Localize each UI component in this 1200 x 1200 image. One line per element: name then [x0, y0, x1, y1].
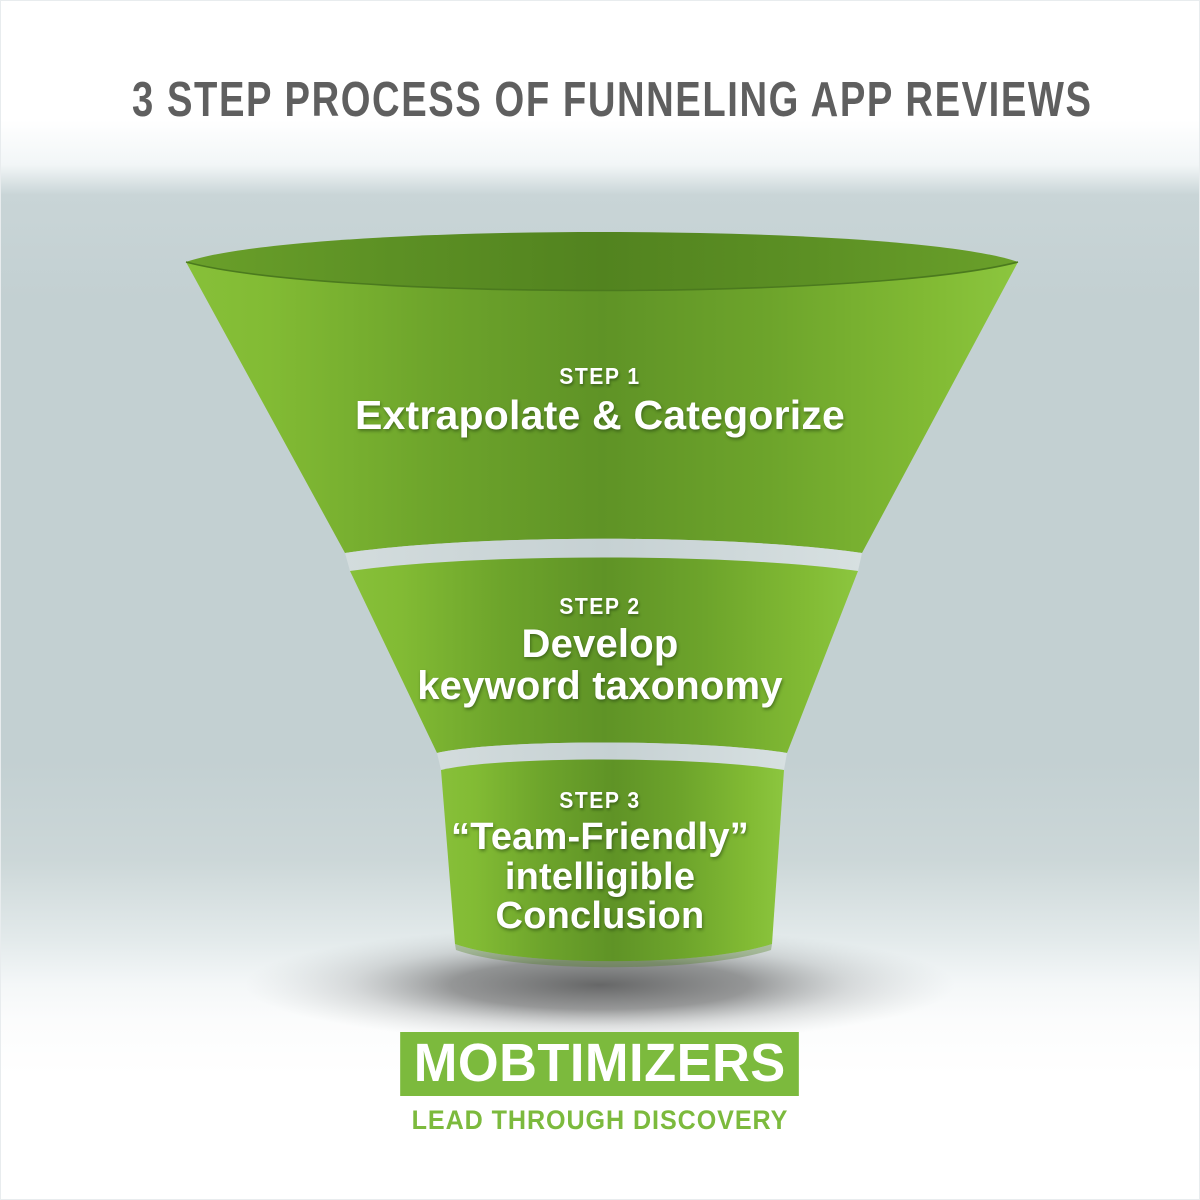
funnel-section-1	[186, 262, 1018, 553]
funnel-rim-highlight	[185, 261, 1019, 292]
funnel-divider-1	[345, 538, 862, 571]
funnel-graphic	[185, 232, 1019, 1043]
brand-name: MOBTIMIZERS	[400, 1032, 800, 1096]
funnel-divider-2	[437, 742, 787, 770]
funnel-bottom-lip	[455, 944, 772, 968]
funnel-section-2	[350, 557, 858, 753]
funnel-rim	[186, 232, 1018, 291]
page-title: 3 STEP PROCESS OF FUNNELING APP REVIEWS	[132, 73, 1093, 127]
funnel-svg	[185, 232, 1019, 1043]
brand-logo: MOBTIMIZERS LEAD THROUGH DISCOVERY	[0, 1032, 1200, 1136]
funnel-section-3	[441, 759, 784, 962]
brand-tagline: LEAD THROUGH DISCOVERY	[411, 1105, 789, 1135]
funnel-drop-shadow	[245, 927, 955, 1043]
